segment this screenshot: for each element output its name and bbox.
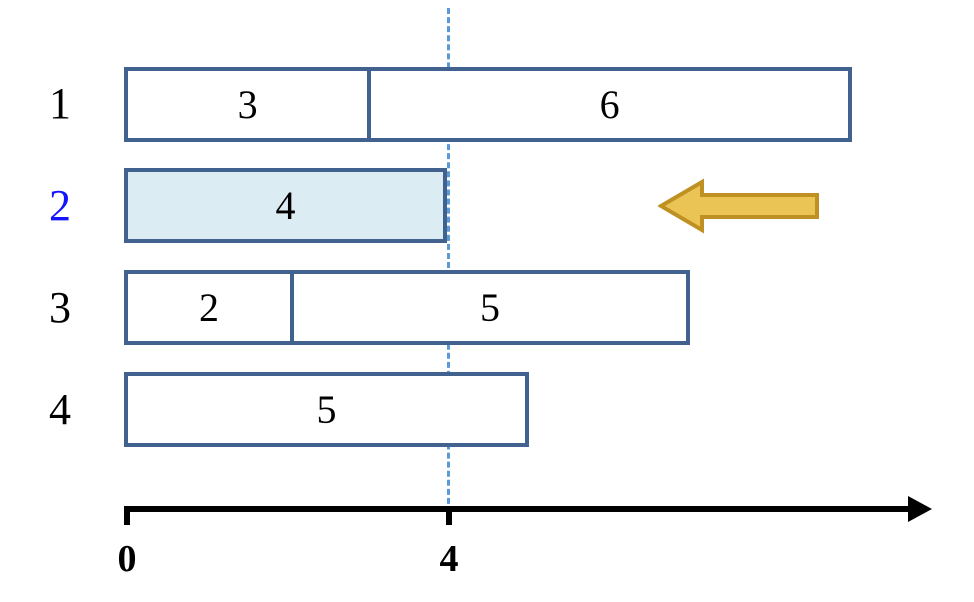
bar-row-1[interactable]: 3 6	[124, 67, 852, 142]
bar-row-2[interactable]: 4	[124, 168, 447, 243]
row-label-4: 4	[49, 385, 71, 434]
axis-tick-0	[124, 506, 130, 525]
row-label-2: 2	[49, 181, 71, 230]
row-label-3: 3	[49, 283, 71, 332]
bar-segment[interactable]: 2	[199, 284, 219, 330]
bar-segment[interactable]: 4	[275, 182, 296, 228]
bar-segment[interactable]: 5	[316, 386, 337, 432]
bar-row-4[interactable]: 5	[124, 372, 529, 447]
axis-tick-4	[446, 506, 452, 525]
guide-line-x4	[447, 8, 450, 513]
bar-segment[interactable]: 6	[367, 71, 848, 138]
bar-row-3[interactable]: 2 5	[124, 270, 690, 345]
axis-tick-label-4: 4	[439, 538, 459, 580]
row-label-1: 1	[49, 79, 71, 128]
left-pointing-annotation-arrow	[658, 178, 819, 234]
axis-tick-label-0: 0	[117, 538, 137, 580]
bar-segment[interactable]: 5	[290, 274, 686, 341]
axis-arrowhead-icon	[908, 496, 932, 522]
axis-line	[124, 506, 914, 512]
bar-segment[interactable]: 3	[237, 81, 258, 127]
